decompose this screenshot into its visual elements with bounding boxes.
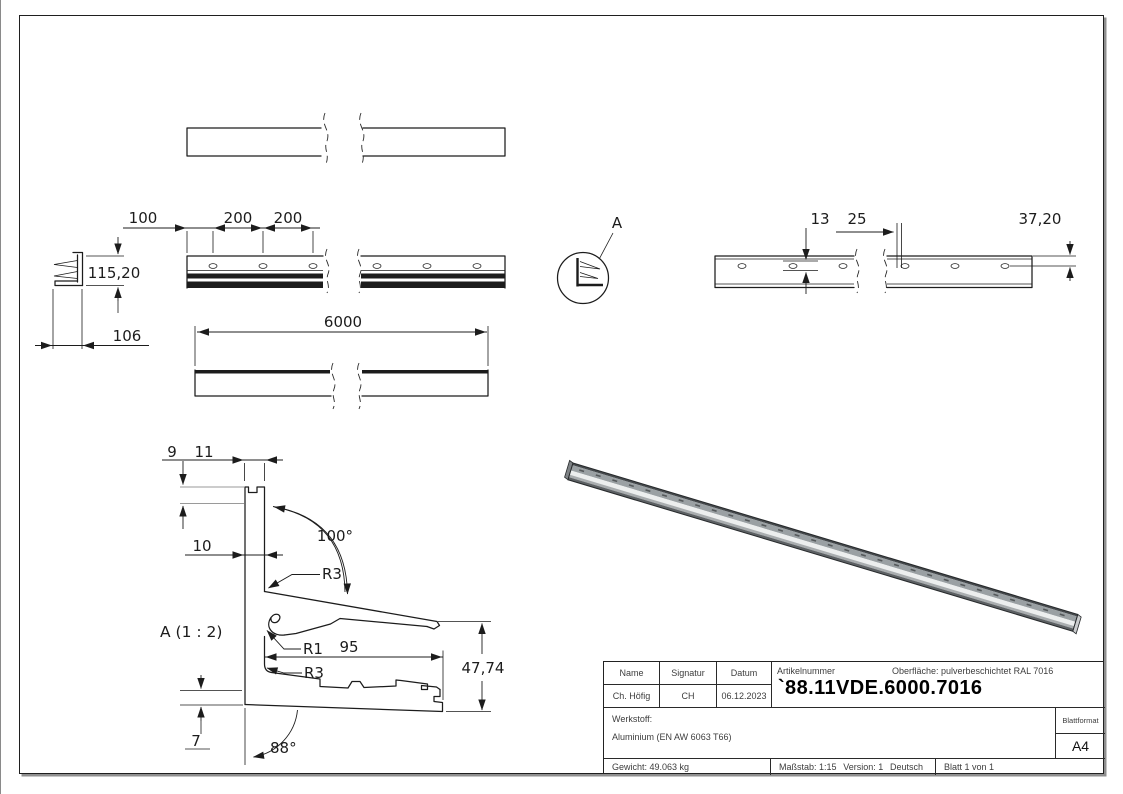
dim-r3-lower: R3 <box>304 664 324 682</box>
dim-10: 10 <box>192 537 211 555</box>
dim-100deg: 100° <box>317 527 353 545</box>
dim-11: 11 <box>194 443 213 461</box>
dim-88deg: 88° <box>270 739 297 757</box>
dim-9: 9 <box>167 443 177 461</box>
dim-r3-upper: R3 <box>322 565 342 583</box>
back-side-dimensions: 13 25 37,20 <box>783 210 1076 294</box>
tb-language: Deutsch <box>889 762 923 772</box>
dim-200a: 200 <box>224 209 253 227</box>
window-edge-line <box>0 0 1 794</box>
tb-header-name: Name <box>604 662 660 685</box>
tb-scale: Maßstab: 1:15 <box>779 762 837 772</box>
tb-header-signatur: Signatur <box>660 662 717 685</box>
end-section-view <box>53 251 84 287</box>
tb-sheet-format-label: Blattformat <box>1056 708 1105 734</box>
dim-100: 100 <box>129 209 158 227</box>
dim-200b: 200 <box>274 209 303 227</box>
detail-title: A (1 : 2) <box>160 623 222 641</box>
length-view: 6000 <box>194 313 489 410</box>
dim-13: 13 <box>810 210 829 228</box>
tb-surface-finish: Oberfläche: pulverbeschichtet RAL 7016 <box>892 666 1054 676</box>
dim-25: 25 <box>847 210 866 228</box>
detail-ref-letter: A <box>612 214 623 232</box>
tb-scale-cell: Maßstab: 1:15 Version: 1 Deutsch <box>771 759 936 775</box>
tb-header-datum: Datum <box>717 662 772 685</box>
side-view <box>186 248 506 294</box>
tb-weight: Gewicht: 49.063 kg <box>604 759 771 775</box>
tb-signature-value: CH <box>660 685 717 708</box>
dim-6000: 6000 <box>324 313 362 331</box>
dim-37-20: 37,20 <box>1019 210 1062 228</box>
dim-47-74: 47,74 <box>462 659 505 677</box>
top-plan-view <box>186 112 506 165</box>
detail-view-dimensions: A (1 : 2) 9 11 10 100° R3 R1 95 R <box>160 443 504 765</box>
end-section-dimensions: 115,20 106 <box>35 237 149 350</box>
side-view-dimensions: 100 200 200 <box>123 209 320 253</box>
tb-article-number: `88.11VDE.6000.7016 <box>778 677 983 699</box>
tb-header-artikelnummer: Artikelnummer <box>777 666 836 676</box>
dim-7: 7 <box>191 732 201 750</box>
dim-r1: R1 <box>303 640 323 658</box>
back-side-view <box>714 248 1033 294</box>
tb-name-value: Ch. Höfig <box>604 685 660 708</box>
dim-115-20: 115,20 <box>88 264 141 282</box>
tb-material-label: Werkstoff: <box>612 714 653 724</box>
tb-date-value: 06.12.2023 <box>717 685 772 708</box>
tb-version: Version: 1 <box>843 762 884 772</box>
tb-article-cell: Artikelnummer Oberfläche: pulverbeschich… <box>772 662 1105 708</box>
isometric-view <box>564 459 1082 635</box>
drawing-frame <box>19 15 1104 774</box>
dim-95: 95 <box>339 638 358 656</box>
tb-sheet-format-value: A4 <box>1056 734 1105 759</box>
tb-material-value: Aluminium (EN AW 6063 T66) <box>612 732 732 742</box>
detail-view-profile <box>180 486 444 713</box>
title-block: Name Signatur Datum Artikelnummer Oberfl… <box>603 661 1105 775</box>
tb-sheet-number: Blatt 1 von 1 <box>944 762 995 772</box>
detail-callout: A <box>556 214 623 305</box>
dim-106: 106 <box>113 327 142 345</box>
tb-material-cell: Werkstoff: Aluminium (EN AW 6063 T66) <box>604 708 1056 759</box>
